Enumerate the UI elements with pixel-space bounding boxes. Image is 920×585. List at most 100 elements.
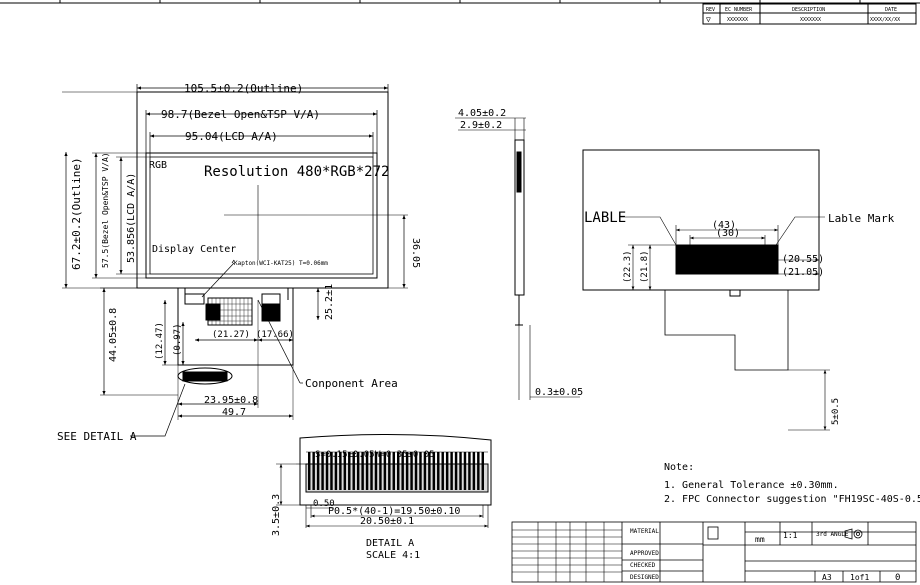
ec-value: XXXXXXX <box>727 17 748 23</box>
sheet-value: 1of1 <box>850 573 869 582</box>
rev-header: REV <box>706 7 715 13</box>
dim-43: (43) <box>712 220 736 231</box>
connector-pin <box>445 452 449 490</box>
connector-pin <box>459 452 462 490</box>
back-view <box>582 149 830 431</box>
dim-2105: (21.05) <box>782 267 824 278</box>
connector-pin <box>401 452 404 490</box>
connector-pin <box>481 452 484 490</box>
designed-label: DESIGNED <box>630 574 659 581</box>
size-value: A3 <box>822 573 832 582</box>
connector-pin <box>432 452 436 490</box>
dim-lcd-width: 95.04(LCD A/A) <box>185 130 278 143</box>
description-header: DESCRIPTION <box>792 7 825 13</box>
connector-pin <box>454 452 458 490</box>
connector-pin <box>441 452 444 490</box>
third-angle-icon <box>844 528 863 540</box>
connector-pin <box>365 452 369 490</box>
connector-pin <box>392 452 395 490</box>
material-label: MATERIAL <box>630 528 659 535</box>
connector-pin <box>330 452 333 490</box>
front-dimensions <box>62 84 408 437</box>
scale-value: 1:1 <box>783 531 798 540</box>
dim-outline-width: 105.5±0.2(Outline) <box>184 82 303 95</box>
lable-mark-label: Lable Mark <box>828 212 895 225</box>
note-1: 1. General Tolerance ±0.30mm. <box>664 480 839 491</box>
connector-pin <box>361 452 364 490</box>
dim-2127: (21.27) <box>212 330 250 340</box>
dim-223: (22.3) <box>623 250 633 283</box>
connector-pin <box>468 452 471 490</box>
resolution-label: Resolution 480*RGB*272 <box>204 164 389 180</box>
dim-218: (21.8) <box>640 250 650 283</box>
connector-pin <box>410 452 413 490</box>
connector-pin <box>428 452 431 490</box>
connector-pin <box>450 452 453 490</box>
dim-1766: (17.66) <box>256 330 294 340</box>
see-detail-label: SEE DETAIL A <box>57 430 137 443</box>
connector-pin <box>419 452 422 490</box>
connector-pin <box>388 452 391 490</box>
dim-050: 0.50 <box>313 499 335 509</box>
connector-pin <box>308 452 311 490</box>
notes-title: Note: <box>664 462 694 473</box>
connector-pin <box>352 452 355 490</box>
top-border <box>0 0 920 4</box>
connector-pin <box>312 452 315 490</box>
dim-5: 5±0.5 <box>831 398 841 425</box>
connector-pin <box>348 452 351 490</box>
side-view <box>455 117 580 400</box>
rev-value: ▽ <box>706 15 711 24</box>
dim-29: 2.9±0.2 <box>460 120 502 131</box>
date-header: DATE <box>885 7 897 13</box>
connector-pin <box>397 452 400 490</box>
dim-lcd-height: 53.856(LCD A/A) <box>126 173 137 263</box>
ec-header: EC NUMBER <box>725 7 753 13</box>
checked-label: CHECKED <box>630 562 656 569</box>
connector-pin <box>423 452 427 490</box>
description-value: XXXXXXX <box>800 17 821 23</box>
connector-pin <box>321 452 324 490</box>
connector-pin <box>472 452 476 490</box>
dim-252: 25.2±1 <box>324 284 335 320</box>
dim-35: 3.5±0.3 <box>271 494 282 536</box>
component-area-hatch <box>208 298 252 325</box>
dim-30: (30) <box>716 228 740 239</box>
connector-pin <box>325 452 329 490</box>
dim-405: 4.05±0.2 <box>458 108 506 119</box>
connector-pin <box>356 452 360 490</box>
connector-pin <box>374 452 378 490</box>
dim-36: 36.05 <box>410 238 421 268</box>
dim-w: W=0.35±0.05 <box>375 450 435 460</box>
lable-label: LABLE <box>584 210 626 226</box>
component-area-label: Conponent Area <box>305 377 398 390</box>
dim-bezel-height: 57.5(Bezel Open&TSP V/A) <box>101 152 110 268</box>
approved-label: APPROVED <box>630 550 659 557</box>
connector-pin <box>343 452 347 490</box>
connector-pin <box>414 452 418 490</box>
note-2: 2. FPC Connector suggestion "FH19SC-40S-… <box>664 494 920 505</box>
revision-table: REV EC NUMBER DESCRIPTION DATE ▽ XXXXXXX… <box>702 3 917 25</box>
dim-097: (0.97) <box>173 323 183 356</box>
dim-1247: (12.47) <box>155 322 165 360</box>
connector-pin <box>477 452 480 490</box>
connector-pin <box>370 452 373 490</box>
connector-pin <box>405 452 409 490</box>
detail-scale: SCALE 4:1 <box>366 550 420 561</box>
connector-pins <box>308 452 484 490</box>
dim-2055: (20.55) <box>782 254 824 265</box>
connector-pin <box>383 452 387 490</box>
dim-03: 0.3±0.05 <box>535 387 583 398</box>
dim-outline-height: 67.2±0.2(Outline) <box>70 157 83 270</box>
date-value: XXXX/XX/XX <box>870 17 900 23</box>
kapton-label: Kapton(WCI-KAT25) T=0.06mm <box>234 260 328 267</box>
tolerance-grid <box>512 522 622 582</box>
connector-pin <box>339 452 342 490</box>
connector-pin <box>463 452 467 490</box>
rev-value-block: 0 <box>895 573 900 583</box>
dim-2050: 20.50±0.1 <box>360 516 414 527</box>
connector-pin <box>334 452 338 490</box>
rgb-label: RGB <box>149 160 167 171</box>
dim-pitch: P0.5*(40-1)=19.50±0.10 <box>328 506 460 517</box>
